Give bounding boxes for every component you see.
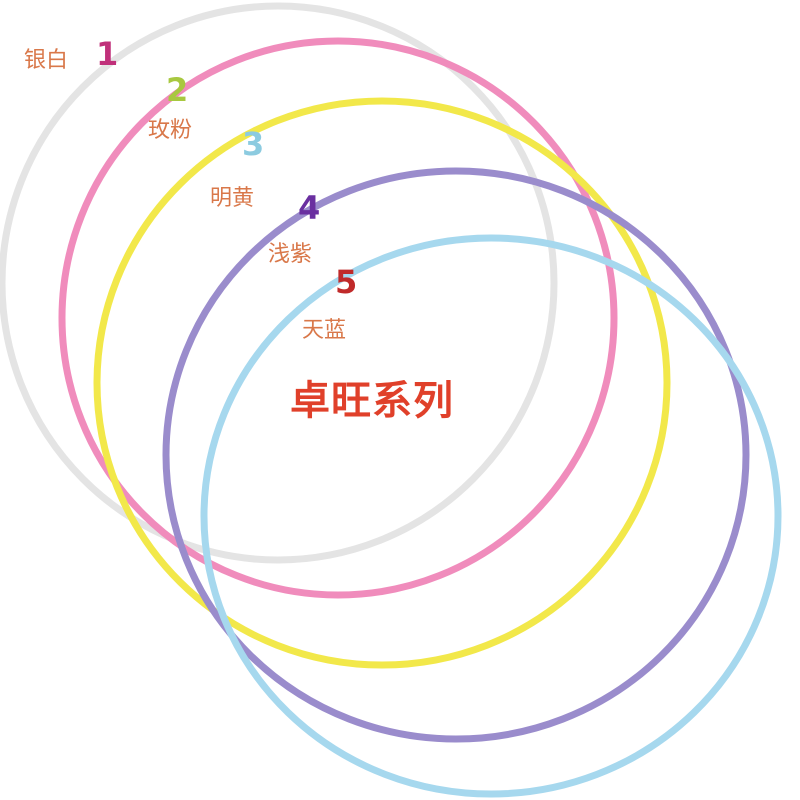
label-silver-white: 银白 xyxy=(24,48,69,73)
label-rose-pink: 玫粉 xyxy=(148,118,193,143)
series-title: 卓旺系列 xyxy=(290,378,454,424)
number-4: 4 xyxy=(298,189,321,227)
number-3: 3 xyxy=(242,125,265,163)
label-sky-blue: 天蓝 xyxy=(302,318,347,343)
number-2: 2 xyxy=(166,71,189,109)
hoop-light-purple xyxy=(162,167,750,743)
hoop-rose-pink xyxy=(58,37,618,599)
hoop-sky-blue xyxy=(200,234,782,798)
label-light-purple: 浅紫 xyxy=(268,242,313,267)
number-1: 1 xyxy=(96,35,119,73)
hoop-silver-white xyxy=(0,2,558,564)
label-bright-yellow: 明黄 xyxy=(210,186,255,211)
number-5: 5 xyxy=(335,263,358,301)
hoop-bright-yellow xyxy=(93,97,671,669)
